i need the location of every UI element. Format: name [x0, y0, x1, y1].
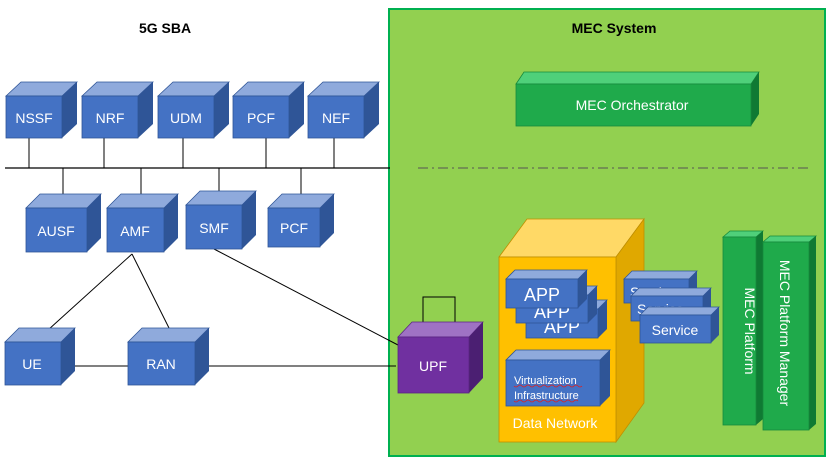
virtualization-infrastructure-box: Virtualization Infrastructure	[505, 349, 611, 407]
cube-smf: SMF	[185, 190, 257, 250]
cube-udm: UDM	[156, 81, 231, 139]
label-ausf: AUSF	[37, 223, 74, 239]
service-label-3: Service	[652, 322, 699, 338]
mec-platform-box: MEC Platform	[721, 230, 765, 426]
cube-nrf: NRF	[80, 81, 155, 139]
cube-pcf-top: PCF	[231, 81, 306, 139]
cube-upf: UPF	[397, 321, 484, 394]
access-connections	[47, 248, 456, 367]
mec-platform-label: MEC Platform	[742, 287, 758, 374]
mec-title: MEC System	[572, 20, 657, 36]
bottom-row-connectors	[62, 168, 302, 194]
label-amf: AMF	[120, 223, 150, 239]
virtualization-label-line1: Virtualization	[514, 375, 577, 387]
cube-ue: UE	[4, 327, 76, 386]
label-nssf: NSSF	[15, 110, 52, 126]
app-cube-1: APP	[505, 269, 588, 309]
virtualization-label-line2: Infrastructure	[514, 390, 579, 402]
label-ue: UE	[22, 356, 41, 372]
label-ran: RAN	[146, 356, 176, 372]
label-nrf: NRF	[96, 110, 125, 126]
cube-ran: RAN	[127, 327, 210, 386]
mec-platform-manager-box: MEC Platform Manager	[761, 235, 818, 431]
spellcheck-underline-2	[513, 399, 579, 403]
label-pcf-bottom: PCF	[280, 220, 308, 236]
label-pcf-top: PCF	[247, 110, 275, 126]
service-cube-3: Service	[639, 306, 720, 344]
label-udm: UDM	[170, 110, 202, 126]
mec-orchestrator-box: MEC Orchestrator	[515, 71, 760, 127]
label-nef: NEF	[322, 110, 350, 126]
cube-ausf: AUSF	[25, 193, 102, 253]
sba-title: 5G SBA	[139, 20, 191, 36]
app-label-1: APP	[524, 285, 560, 305]
mec-platform-manager-label: MEC Platform Manager	[777, 260, 793, 407]
cube-amf: AMF	[106, 193, 179, 253]
label-upf: UPF	[419, 358, 447, 374]
top-row-connectors	[28, 137, 335, 168]
mec-orchestrator-label: MEC Orchestrator	[576, 97, 689, 113]
cube-nssf: NSSF	[4, 81, 79, 139]
cube-pcf-bottom: PCF	[267, 193, 335, 248]
data-network-label: Data Network	[513, 415, 599, 431]
label-smf: SMF	[199, 220, 229, 236]
spellcheck-underline	[513, 384, 583, 388]
cube-nef: NEF	[306, 81, 381, 139]
